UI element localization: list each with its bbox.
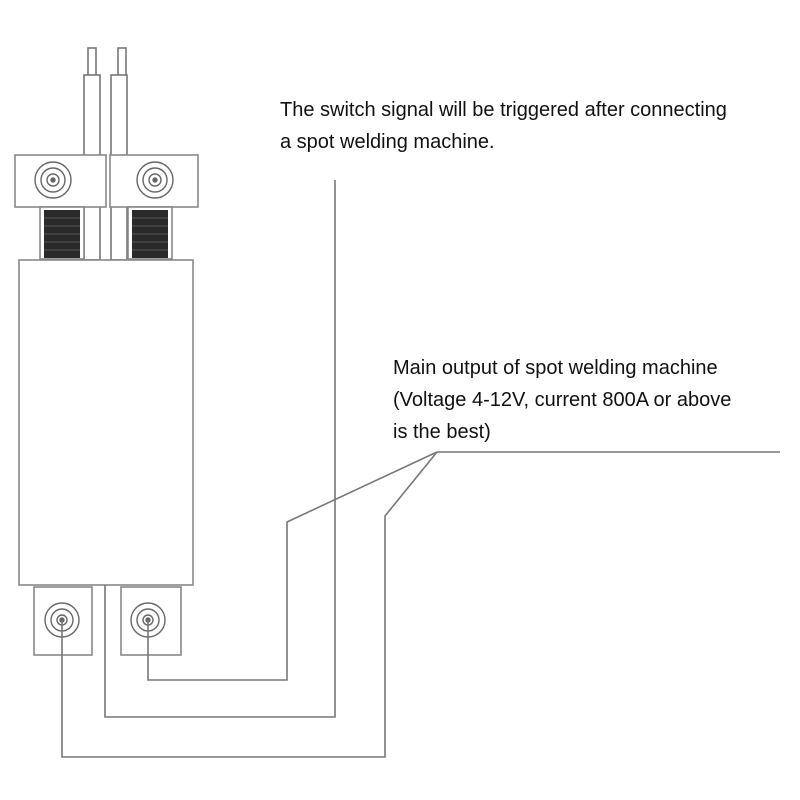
bottom-terminals — [33, 586, 182, 656]
top-terminal-block — [14, 154, 199, 208]
main-output-label-line2: (Voltage 4-12V, current 800A or above — [393, 389, 732, 411]
switch-signal-label-line2: a spot welding machine. — [280, 131, 495, 153]
switch-signal-wire — [104, 180, 336, 718]
wires — [61, 180, 780, 758]
main-output-label-line1: Main output of spot welding machine — [393, 357, 718, 379]
output-wire-b — [61, 451, 438, 758]
top-right-screw-icon — [136, 161, 174, 199]
switch-signal-label-line1: The switch signal will be triggered afte… — [280, 99, 727, 121]
main-output-label-line3: is the best) — [393, 421, 491, 443]
output-wire-a — [147, 451, 438, 681]
device-body — [18, 259, 194, 586]
switch-pins — [83, 47, 128, 261]
switch-signal-label: The switch signal will be triggered afte… — [280, 94, 795, 158]
coils — [39, 206, 173, 260]
main-output-label: Main output of spot welding machine (Vol… — [393, 352, 793, 448]
top-left-screw-icon — [34, 161, 72, 199]
